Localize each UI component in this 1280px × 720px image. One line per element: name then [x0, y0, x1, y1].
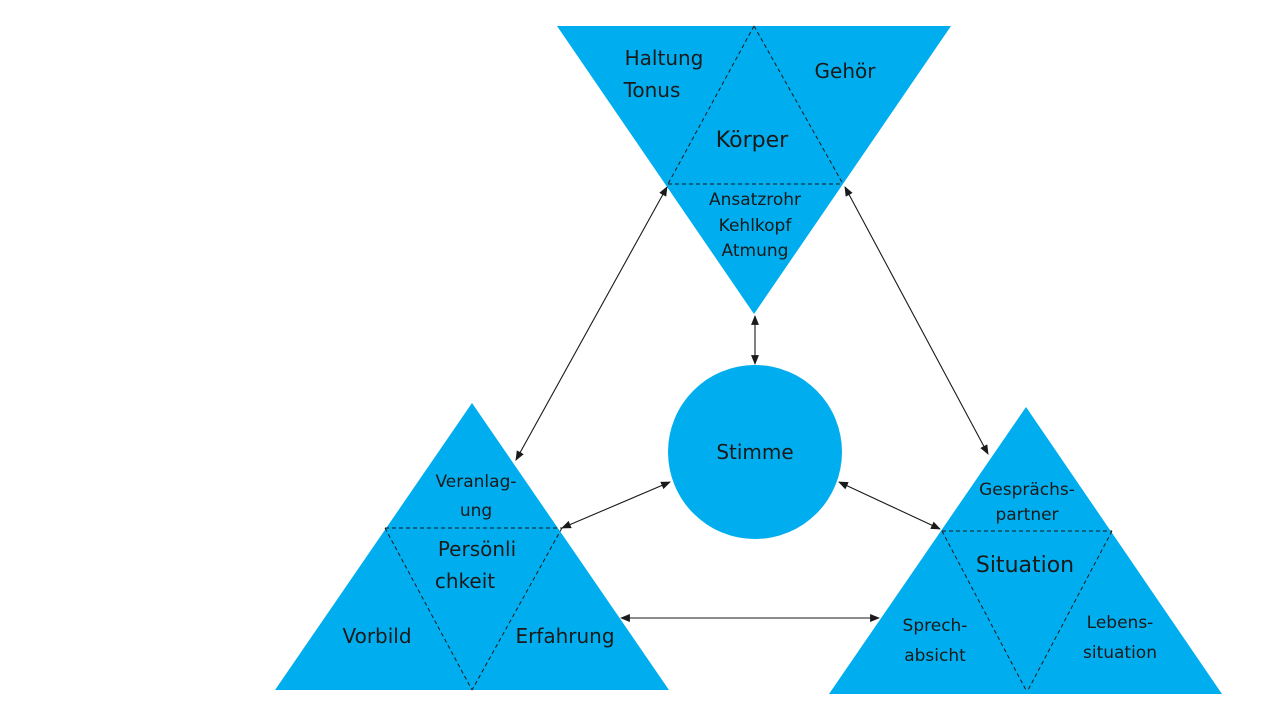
situation-top-line-1: Gesprächs- — [979, 480, 1075, 500]
koerper-bottom-line-2: Kehlkopf — [719, 216, 793, 236]
persoenlichkeit-triangle-group: Veranlag- ung Persönli chkeit Vorbild Er… — [275, 403, 669, 691]
persoenlichkeit-top-line-1: Veranlag- — [435, 472, 516, 492]
situation-title: Situation — [976, 553, 1074, 578]
koerper-bottom-line-3: Atmung — [722, 241, 789, 261]
stimme-group: Stimme — [668, 365, 842, 539]
persoenlichkeit-title-line-1: Persönli — [438, 537, 516, 561]
persoenlichkeit-triangle — [275, 403, 669, 690]
koerper-title: Körper — [716, 128, 789, 153]
arrow-koerper-situation — [844, 186, 989, 455]
situation-divider-left — [941, 530, 1028, 693]
arrow-stimme-persoenlichkeit — [561, 481, 671, 529]
koerper-divider-right — [753, 25, 844, 185]
persoenlichkeit-divider-left — [384, 527, 473, 691]
connectors — [515, 186, 989, 622]
situation-left-line-2: absicht — [904, 646, 966, 666]
situation-triangle-group: Gesprächs- partner Situation Sprech- abs… — [829, 407, 1222, 694]
koerper-triangle — [557, 26, 951, 314]
persoenlichkeit-top-line-2: ung — [460, 501, 492, 521]
stimme-label: Stimme — [716, 440, 793, 464]
situation-triangle — [829, 407, 1222, 694]
koerper-left-line-1: Haltung — [625, 46, 704, 70]
persoenlichkeit-divider-right — [471, 527, 563, 691]
koerper-divider-left — [667, 25, 755, 185]
situation-top-line-2: partner — [995, 505, 1058, 525]
arrow-stimme-situation — [838, 481, 941, 530]
koerper-left-line-2: Tonus — [623, 78, 681, 102]
situation-right-line-2: situation — [1083, 643, 1157, 663]
persoenlichkeit-right-label: Erfahrung — [515, 624, 614, 648]
koerper-right-label: Gehör — [815, 59, 877, 83]
situation-right-line-1: Lebens- — [1087, 613, 1154, 633]
koerper-triangle-group: Haltung Tonus Gehör Körper Ansatzrohr Ke… — [557, 25, 951, 314]
situation-divider-right — [1026, 530, 1113, 693]
koerper-bottom-line-1: Ansatzrohr — [709, 190, 801, 210]
situation-left-line-1: Sprech- — [903, 616, 968, 636]
persoenlichkeit-title-line-2: chkeit — [435, 569, 495, 593]
persoenlichkeit-left-label: Vorbild — [342, 624, 411, 648]
stimme-circle — [668, 365, 842, 539]
arrow-koerper-persoenlichkeit — [515, 186, 668, 461]
